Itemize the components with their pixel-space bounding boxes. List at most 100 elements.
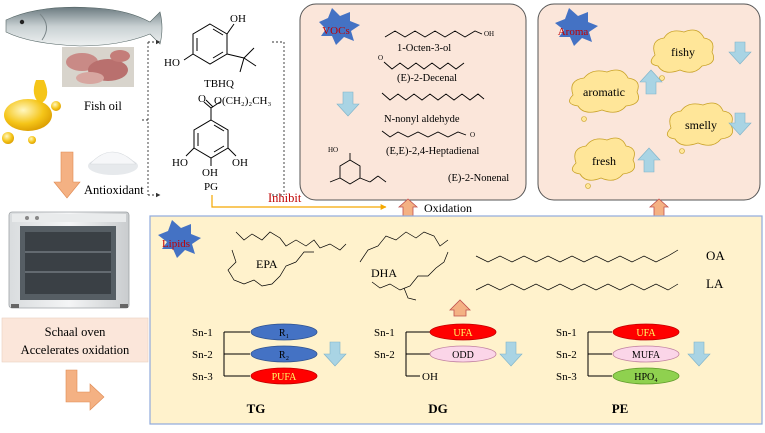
pe-label: PE	[612, 401, 629, 416]
antioxidant-label: Antioxidant	[84, 183, 144, 197]
fatty-acid-epa: EPA	[256, 257, 278, 271]
cloud-aromatic	[569, 69, 639, 122]
cloud-fresh-label: fresh	[592, 154, 616, 168]
pe-chain-3-label: HPO₄	[634, 372, 658, 383]
nonyl-aldehyde-structure	[381, 92, 485, 101]
epa-structure	[227, 231, 347, 287]
tbhq-oh-top: OH	[230, 13, 246, 25]
vocs-badge-star	[319, 8, 360, 45]
down-arrow-icon	[53, 151, 81, 199]
voc-nonyl-label: N-nonyl aldehyde	[384, 114, 460, 125]
pg-oh-right: OH	[232, 157, 248, 169]
oxidation-label: Oxidation	[424, 201, 472, 215]
oven-label-box	[1, 317, 149, 363]
cloud-fresh	[571, 137, 636, 189]
octenol-structure	[384, 30, 483, 38]
tg-chain-2	[250, 345, 318, 363]
pe-position-3: Sn-3	[556, 371, 577, 383]
lipids-badge: Lipids	[162, 238, 190, 250]
dg-up-arrow-icon	[449, 299, 471, 317]
pe-chain-2	[612, 345, 680, 363]
vocs-badge: VOCs	[322, 25, 350, 37]
dg-chain-1	[429, 323, 497, 341]
voc-decenal-label: (E)-2-Decenal	[397, 73, 457, 84]
tg-position-3: Sn-3	[192, 371, 213, 383]
lipids-panel	[149, 215, 763, 425]
pg-structure	[185, 99, 237, 166]
pg-ester: O(CH₂)₂CH₃	[214, 95, 272, 107]
dha-structure	[359, 231, 449, 301]
vocs-panel	[299, 3, 527, 201]
inhibit-label: Inhibit	[268, 191, 302, 205]
pe-chain-2-label: MUFA	[632, 350, 661, 361]
heptadienal-o: O	[470, 131, 475, 139]
pe-chain-1	[612, 323, 680, 341]
fish-oil-label: Fish oil	[84, 99, 122, 113]
tg-label: TG	[247, 401, 266, 416]
dg-position-1: Sn-1	[374, 327, 395, 339]
schaal-oven-image	[8, 211, 130, 309]
fatty-acid-la: LA	[706, 276, 724, 291]
aroma-badge: Aroma	[558, 26, 589, 38]
aromatic-up-arrow-icon	[639, 69, 663, 95]
dg-group: Sn-1 Sn-2 OH UFA ODD DG	[374, 323, 523, 416]
fish-meat-image	[62, 47, 134, 87]
cloud-fishy-label: fishy	[671, 45, 695, 59]
aroma-up-arrow-icon	[648, 198, 670, 217]
heptadienal-structure	[381, 130, 467, 138]
dg-chain-2-label: ODD	[452, 350, 474, 361]
dg-position-2: Sn-2	[374, 349, 395, 361]
tg-chain-1-label: R₁	[279, 328, 289, 339]
tg-chain-1	[250, 323, 318, 341]
lipids-badge-star	[158, 220, 201, 258]
cloud-fishy	[650, 29, 715, 81]
voc-nonenal-label: (E)-2-Nonenal	[448, 173, 509, 184]
dg-free-oh: OH	[422, 371, 438, 383]
tg-chain-3	[250, 367, 318, 385]
pe-position-1: Sn-1	[556, 327, 577, 339]
dg-chain-1-label: UFA	[453, 328, 473, 339]
cloud-smelly-label: smelly	[685, 118, 717, 132]
pg-ho: HO	[172, 157, 188, 169]
inhibit-arrow	[211, 195, 387, 210]
tbhq-ho-left: HO	[164, 57, 180, 69]
dg-down-arrow-icon	[499, 341, 523, 367]
tg-chain-3-label: PUFA	[272, 372, 298, 383]
fatty-acid-dha: DHA	[371, 266, 397, 280]
fish-image	[5, 6, 163, 47]
tg-position-2: Sn-2	[192, 349, 213, 361]
voc-octenol-label: 1-Octen-3-ol	[397, 43, 451, 54]
decenal-o: O	[378, 54, 383, 62]
cloud-smelly	[666, 102, 734, 154]
oa-structure	[475, 249, 679, 263]
dg-label: DG	[428, 401, 448, 416]
pg-oh-bottom: OH	[202, 167, 218, 179]
oxidation-up-arrow-icon	[397, 198, 419, 217]
phenol-ho: HO	[328, 146, 338, 154]
decenal-structure	[383, 61, 465, 70]
fresh-up-arrow-icon	[637, 147, 661, 173]
fish-oil-image	[2, 80, 61, 144]
la-structure	[475, 283, 679, 291]
pg-name: PG	[204, 181, 218, 193]
tbhq-name: TBHQ	[204, 78, 234, 90]
tg-chain-2-label: R₂	[279, 350, 289, 361]
antioxidant-bracket	[142, 39, 285, 198]
fishy-down-arrow-icon	[728, 41, 752, 65]
fatty-acid-oa: OA	[706, 248, 725, 263]
octenol-oh: OH	[484, 30, 494, 38]
phenol-structure	[329, 153, 387, 185]
cloud-aromatic-label: aromatic	[583, 85, 625, 99]
tg-group: Sn-1 Sn-2 Sn-3 R₁ R₂ PUFA TG	[192, 323, 347, 416]
tg-down-arrow-icon	[323, 341, 347, 367]
pe-down-arrow-icon	[687, 341, 711, 367]
bent-arrow-icon	[65, 369, 105, 411]
smelly-down-arrow-icon	[728, 112, 752, 136]
tg-position-1: Sn-1	[192, 327, 213, 339]
vocs-down-arrow-icon	[336, 91, 360, 117]
oven-label-line1: Schaal oven	[45, 325, 106, 339]
pe-chain-1-label: UFA	[636, 328, 656, 339]
pg-carbonyl-o: O	[198, 93, 206, 105]
